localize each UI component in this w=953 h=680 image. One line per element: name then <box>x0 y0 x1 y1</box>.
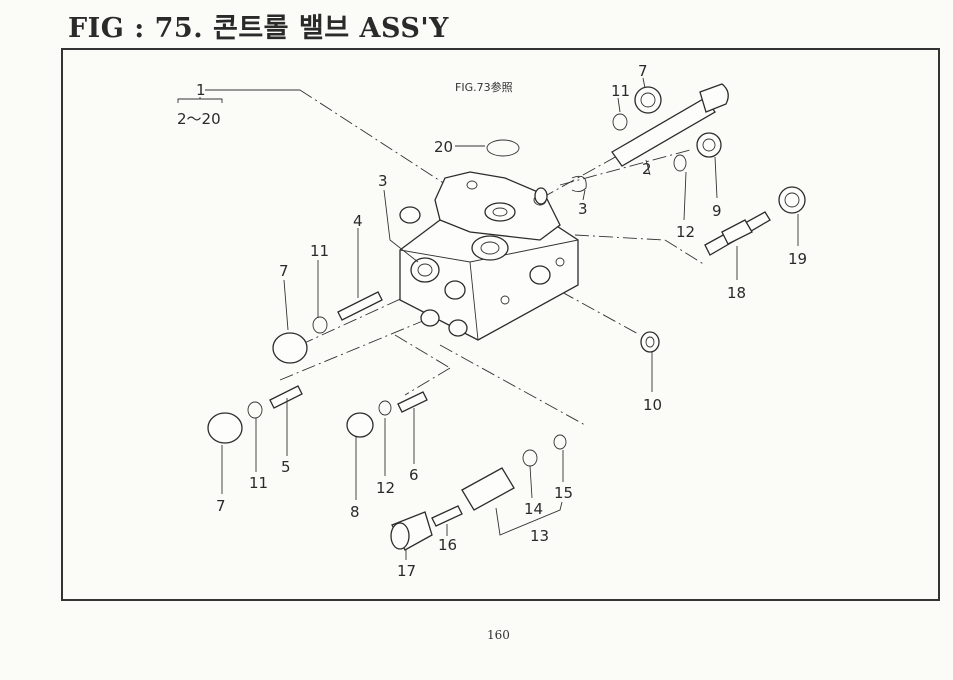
diagram-frame <box>61 48 940 601</box>
callout-19: 19 <box>788 250 807 268</box>
page-title: FIG : 75. 콘트롤 밸브 ASS'Y <box>68 13 449 44</box>
callout-18: 18 <box>727 284 746 302</box>
left-parts <box>207 291 383 444</box>
callout-17: 17 <box>397 562 416 580</box>
callout-2: 2 <box>642 160 652 178</box>
reference-note: FIG.73参照 <box>455 80 513 94</box>
callout-5: 5 <box>281 458 291 476</box>
callout-4: 4 <box>353 212 363 230</box>
leader-lines <box>177 77 799 560</box>
callout-11-top-right: 11 <box>611 82 630 100</box>
callout-9: 9 <box>712 202 722 220</box>
upper-right-parts <box>486 83 729 205</box>
callout-20: 20 <box>434 138 453 156</box>
callout-3-left: 3 <box>378 172 388 190</box>
callout-14: 14 <box>524 500 543 518</box>
callout-8: 8 <box>350 503 360 521</box>
callout-15: 15 <box>554 484 573 502</box>
callout-13: 13 <box>530 527 549 545</box>
callout-12-top: 12 <box>676 223 695 241</box>
callout-16: 16 <box>438 536 457 554</box>
lower-parts <box>346 391 567 551</box>
callout-6: 6 <box>409 466 419 484</box>
valve-body <box>399 171 579 341</box>
page-number: 160 <box>487 628 510 642</box>
callout-7-top-right: 7 <box>638 62 648 80</box>
callout-11-left-top: 11 <box>310 242 329 260</box>
callout-3-right: 3 <box>578 200 588 218</box>
callout-12-bottom: 12 <box>376 479 395 497</box>
callout-7-left-top: 7 <box>279 262 289 280</box>
callout-1: 1 <box>196 81 206 99</box>
callout-10: 10 <box>643 396 662 414</box>
callout-labels: FIG.73参照 1 2～20 20 3 4 11 7 7 11 2 3 12 … <box>177 62 807 580</box>
callout-1-range: 2～20 <box>177 110 221 128</box>
right-parts <box>640 186 806 353</box>
callout-11-bottom-left: 11 <box>249 474 268 492</box>
callout-7-bottom-left: 7 <box>216 497 226 515</box>
